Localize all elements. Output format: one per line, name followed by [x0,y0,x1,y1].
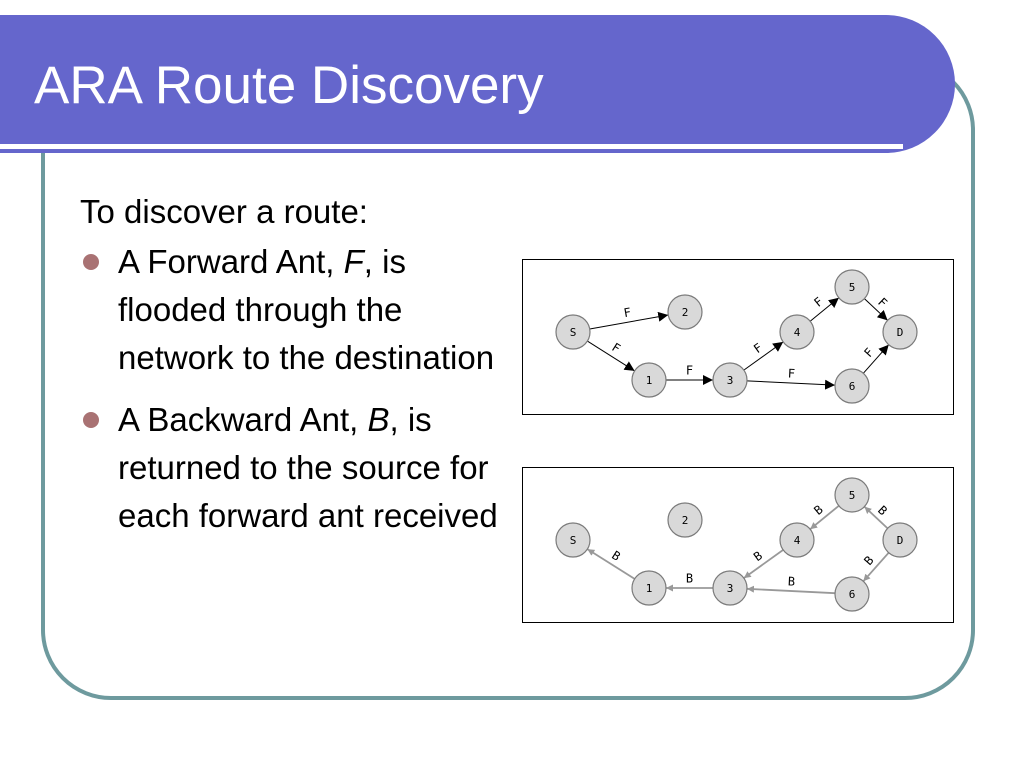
edge-S-2 [589,311,669,330]
node-1: 1 [631,570,667,606]
node-4: 4 [779,314,815,350]
node-circle [834,576,870,612]
edge-D-5 [863,505,889,530]
bullet-dot [83,412,99,428]
node-label: 3 [727,582,734,595]
node-label: 1 [646,374,653,387]
node-label: D [897,326,904,339]
node-2: 2 [667,502,703,538]
slide-title: ARA Route Discovery [34,56,544,115]
edge-4-5 [809,297,840,322]
node-circle [834,477,870,513]
node-3: 3 [712,570,748,606]
node-label: S [570,534,577,547]
node-label: 6 [849,380,856,393]
node-circle [667,294,703,330]
node-S: S [555,522,591,558]
node-circle [555,522,591,558]
edge-label: B [686,572,693,586]
edge-D-6 [862,552,890,582]
edge-5-D [864,298,888,321]
edge-label: B [788,574,796,588]
node-3: 3 [712,362,748,398]
node-circle [882,522,918,558]
edge-label: F [686,364,693,378]
bullet-text-after: , is flooded through the network to the … [118,243,495,376]
bullet-forward-ant: A Forward Ant, F, is flooded through the… [80,238,500,382]
bullet-text-after: , is returned to the source for each for… [118,401,498,534]
edge-label: F [623,305,633,320]
node-D: D [882,314,918,350]
bullet-text-before: A Backward Ant, [118,401,368,438]
node-S: S [555,314,591,350]
node-label: 4 [794,326,801,339]
node-label: 6 [849,588,856,601]
edge-3-4 [743,341,784,371]
edge-6-D [862,344,890,374]
edge-5-4 [809,505,840,530]
node-label: 2 [682,306,689,319]
node-label: 1 [646,582,653,595]
node-label: 5 [849,489,856,502]
node-D: D [882,522,918,558]
edge-6-3 [746,585,836,595]
bullet-text-before: A Forward Ant, [118,243,344,280]
slide-body: To discover a route: A Forward Ant, F, i… [80,188,500,554]
node-circle [779,522,815,558]
node-6: 6 [834,576,870,612]
node-5: 5 [834,269,870,305]
node-circle [631,570,667,606]
node-label: 2 [682,514,689,527]
title-underline [0,144,903,149]
edge-label: F [788,366,796,380]
node-label: 4 [794,534,801,547]
node-circle [834,269,870,305]
node-circle [834,368,870,404]
node-circle [667,502,703,538]
node-circle [712,362,748,398]
intro-text: To discover a route: [80,193,368,230]
node-circle [712,570,748,606]
title-bar: ARA Route Discovery [0,15,955,153]
bullet-italic-term: B [367,401,390,438]
node-circle [631,362,667,398]
node-label: 5 [849,281,856,294]
edge-4-3 [743,549,784,579]
node-6: 6 [834,368,870,404]
bullet-italic-term: F [343,243,364,280]
node-label: D [897,534,904,547]
node-label: S [570,326,577,339]
node-4: 4 [779,522,815,558]
node-circle [779,314,815,350]
node-circle [882,314,918,350]
bullet-backward-ant: A Backward Ant, B, is returned to the so… [80,396,500,540]
node-2: 2 [667,294,703,330]
node-5: 5 [834,477,870,513]
edge-3-6 [746,379,836,390]
node-label: 3 [727,374,734,387]
bullet-dot [83,254,99,270]
edge-S-1 [587,340,635,372]
edge-1-S [586,548,636,580]
node-1: 1 [631,362,667,398]
node-circle [555,314,591,350]
